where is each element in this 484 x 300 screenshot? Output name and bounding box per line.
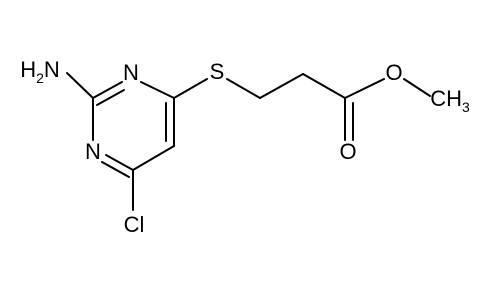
- bond-n3-c4: [140, 81, 175, 99]
- methyl-group-label: CH3: [430, 86, 470, 115]
- sulfur-atom: S: [209, 59, 225, 84]
- bond-carbonyl-c-ester-o: [344, 78, 385, 99]
- bond-c6-n1: [105, 154, 134, 171]
- amino-subscript: 2: [36, 70, 44, 86]
- bond-ch2-ch2: [259, 73, 304, 99]
- pyrimidine-nitrogen-1: N: [85, 139, 101, 164]
- bond-c6-n1-double: [101, 161, 130, 178]
- bond-c4-s: [173, 78, 208, 99]
- bond-ch2-carbonyl-c: [302, 73, 346, 99]
- bond-c5-c6: [132, 145, 175, 171]
- chlorine-atom: Cl: [123, 212, 145, 237]
- amino-group-label: H2N: [20, 57, 60, 86]
- amino-n-text: N: [43, 57, 60, 82]
- methyl-subscript: 3: [461, 99, 470, 115]
- bond-c2-n3: [92, 81, 123, 99]
- carbonyl-oxygen: O: [339, 139, 357, 164]
- bond-s-ch2: [226, 78, 261, 99]
- bond-nh2-c2: [66, 72, 94, 99]
- amino-nitrogen-text: H: [20, 57, 37, 82]
- ester-oxygen: O: [385, 60, 403, 85]
- bond-ester-o-ch3: [403, 78, 431, 97]
- methyl-text: CH: [430, 86, 462, 111]
- pyrimidine-nitrogen-3: N: [123, 60, 139, 85]
- bond-c2-n3-double: [96, 89, 125, 106]
